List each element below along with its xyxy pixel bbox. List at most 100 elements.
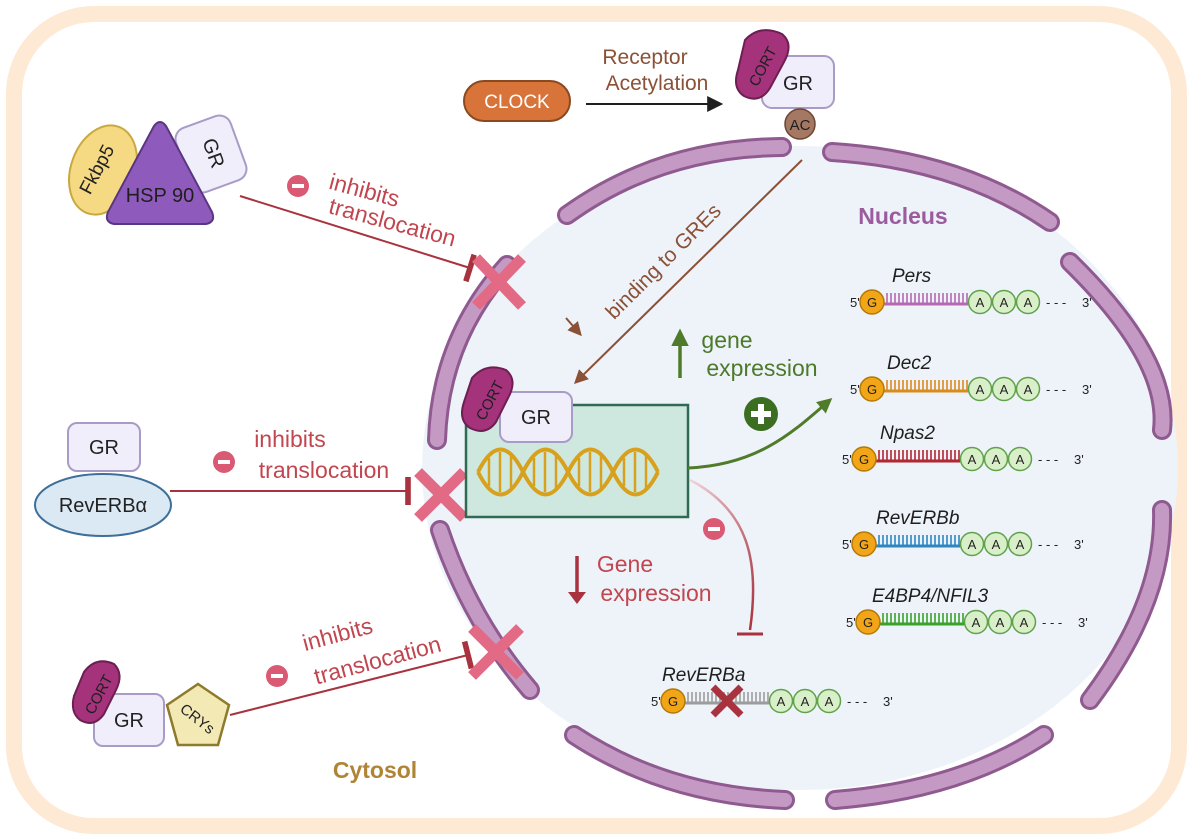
poly-a-bead xyxy=(1015,376,1041,402)
reverb-alpha-label: RevERBα xyxy=(59,495,147,517)
hsp-inhibit-line xyxy=(239,195,477,283)
dna-helix-icon xyxy=(476,447,660,497)
inhibition-lines xyxy=(170,195,477,716)
small-down-arrow-brown xyxy=(565,317,582,337)
poly-a-bead xyxy=(983,531,1009,557)
five-prime-cap xyxy=(851,531,877,557)
poly-a-label: A xyxy=(1024,295,1033,310)
receptor-acetylation-line2: Acetylation xyxy=(606,72,709,95)
gene-name-label: Dec2 xyxy=(887,353,932,374)
poly-a-bead xyxy=(1007,531,1033,557)
poly-a-label: A xyxy=(972,615,981,630)
poly-a-label: A xyxy=(976,295,985,310)
ac-circle xyxy=(784,108,816,140)
three-prime-label: 3' xyxy=(1078,615,1088,630)
poly-a-label: A xyxy=(825,694,834,709)
dna-rungs xyxy=(487,452,648,492)
cap-label: G xyxy=(859,452,869,467)
minus-icon-repression xyxy=(703,518,725,540)
poly-a-bead xyxy=(967,289,993,315)
poly-a-label: A xyxy=(1000,295,1009,310)
cap-label: G xyxy=(867,382,877,397)
cort-shape xyxy=(735,29,790,100)
cap-label: G xyxy=(867,295,877,310)
nucleus-label: Nucleus xyxy=(858,203,947,229)
tail-dashes: - - - xyxy=(1042,615,1062,630)
cap-label: G xyxy=(668,694,678,709)
gene-name-label: Pers xyxy=(892,266,932,287)
gene-expression-down-line2: expression xyxy=(600,580,711,606)
five-prime-cap xyxy=(851,446,877,472)
clock-protein xyxy=(463,80,571,122)
three-prime-label: 3' xyxy=(1082,382,1092,397)
repression-line xyxy=(689,478,755,631)
five-prime-cap xyxy=(855,609,881,635)
poly-a-label: A xyxy=(1024,382,1033,397)
poly-a-bead xyxy=(768,688,794,714)
three-prime-label: 3' xyxy=(1074,452,1084,467)
cap-label: G xyxy=(863,615,873,630)
poly-a-bead xyxy=(792,688,818,714)
five-prime-cap xyxy=(859,376,885,402)
poly-a-label: A xyxy=(992,537,1001,552)
poly-a-label: A xyxy=(976,382,985,397)
three-prime-label: 3' xyxy=(1074,537,1084,552)
poly-a-bead xyxy=(1007,446,1033,472)
poly-a-label: A xyxy=(992,452,1001,467)
five-prime-label: 5' xyxy=(846,615,856,630)
gene-name-label: RevERBb xyxy=(876,508,959,529)
hsp90-shape xyxy=(105,121,215,225)
cort-crys-shape xyxy=(71,660,121,724)
three-prime-label: 3' xyxy=(883,694,893,709)
gr-dna-shape xyxy=(499,391,573,443)
tail-dashes: - - - xyxy=(1046,295,1066,310)
poly-a-label: A xyxy=(968,452,977,467)
poly-a-label: A xyxy=(1000,382,1009,397)
poly-a-label: A xyxy=(1016,537,1025,552)
tail-dashes: - - - xyxy=(1038,452,1058,467)
gene-expression-up-line2: expression xyxy=(706,355,817,381)
translocation-block-crosses xyxy=(414,254,526,680)
binding-arrow xyxy=(574,159,803,384)
translocation-label-2: translocation xyxy=(259,457,389,483)
gr-crys-label: GR xyxy=(114,710,144,732)
poly-a-bead xyxy=(816,688,842,714)
poly-a-label: A xyxy=(996,615,1005,630)
crys-complex: GR CORT CRYs xyxy=(71,660,231,747)
five-prime-label: 5' xyxy=(850,382,860,397)
plus-icon xyxy=(744,397,778,431)
poly-a-label: A xyxy=(777,694,786,709)
repression-cross xyxy=(710,684,744,718)
five-prime-cap xyxy=(859,289,885,315)
cap-label: G xyxy=(859,537,869,552)
hsp90-label: HSP 90 xyxy=(126,185,195,207)
poly-a-bead xyxy=(959,446,985,472)
five-prime-label: 5' xyxy=(850,295,860,310)
gene-name-label: Npas2 xyxy=(880,423,935,444)
cross-middle xyxy=(414,468,468,522)
poly-a-bead xyxy=(963,609,989,635)
cross-top xyxy=(472,254,526,310)
reverb-alpha-shape xyxy=(34,473,172,537)
poly-a-bead xyxy=(959,531,985,557)
poly-a-bead xyxy=(983,446,1009,472)
three-prime-label: 3' xyxy=(1082,295,1092,310)
gene-name-label: E4BP4/NFIL3 xyxy=(872,586,989,607)
five-prime-cap xyxy=(660,688,686,714)
tail-dashes: - - - xyxy=(847,694,867,709)
tail-dashes: - - - xyxy=(1046,382,1066,397)
acetylated-gr-complex: GR CORT AC xyxy=(735,29,835,140)
crys-shape xyxy=(165,682,231,747)
gr-dna-label: GR xyxy=(521,407,551,429)
five-prime-label: 5' xyxy=(842,537,852,552)
poly-a-bead xyxy=(1011,609,1037,635)
poly-a-bead xyxy=(1015,289,1041,315)
inhibit-label-reverb: inhibits translocation xyxy=(213,426,389,483)
cort-dna-shape xyxy=(461,366,514,432)
poly-a-label: A xyxy=(1016,452,1025,467)
five-prime-label: 5' xyxy=(842,452,852,467)
poly-a-label: A xyxy=(801,694,810,709)
activation-arrow xyxy=(687,398,833,470)
cross-bottom xyxy=(468,624,524,680)
